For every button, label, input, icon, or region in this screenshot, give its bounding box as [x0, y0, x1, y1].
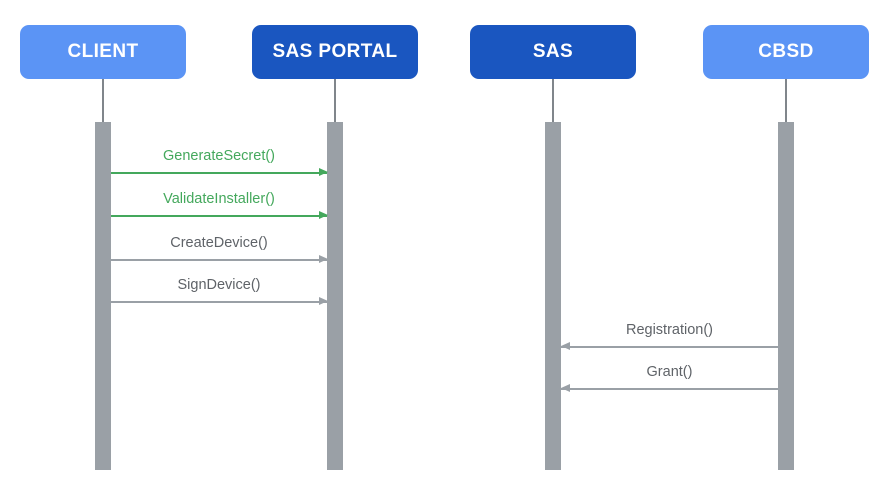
actor-box-cbsd[interactable]: CBSD: [703, 25, 869, 79]
activation-bar-cbsd: [778, 122, 794, 470]
message-line-create-device: [111, 259, 327, 261]
lifeline-client: [102, 79, 104, 123]
message-line-registration: [561, 346, 778, 348]
message-line-sign-device: [111, 301, 327, 303]
arrowhead-right-sign-device: [319, 297, 328, 306]
message-line-grant: [561, 388, 778, 390]
actor-label-client: CLIENT: [67, 41, 139, 62]
actor-label-sas-portal: SAS PORTAL: [272, 41, 398, 62]
activation-bar-sas: [545, 122, 561, 470]
actor-label-sas: SAS: [532, 41, 574, 62]
lifeline-cbsd: [785, 79, 787, 123]
message-label-create-device: CreateDevice(): [170, 235, 268, 251]
arrowhead-right-generate-secret: [319, 168, 328, 177]
arrowhead-right-create-device: [319, 255, 328, 264]
activation-bar-sas-portal: [327, 122, 343, 470]
message-label-sign-device: SignDevice(): [177, 277, 261, 293]
message-line-validate-installer: [111, 215, 327, 217]
actor-box-client[interactable]: CLIENT: [20, 25, 186, 79]
arrowhead-left-registration: [561, 342, 570, 351]
lifeline-sas: [552, 79, 554, 123]
activation-bar-client: [95, 122, 111, 470]
message-label-generate-secret: GenerateSecret(): [162, 148, 276, 164]
arrowhead-right-validate-installer: [319, 211, 328, 220]
lifeline-sas-portal: [334, 79, 336, 123]
actor-box-sas[interactable]: SAS: [470, 25, 636, 79]
message-label-validate-installer: ValidateInstaller(): [163, 191, 275, 207]
message-line-generate-secret: [111, 172, 327, 174]
arrowhead-left-grant: [561, 384, 570, 393]
actor-label-cbsd: CBSD: [758, 41, 814, 62]
message-label-grant: Grant(): [646, 364, 693, 380]
message-label-registration: Registration(): [625, 322, 714, 338]
actor-box-sas-portal[interactable]: SAS PORTAL: [252, 25, 418, 79]
